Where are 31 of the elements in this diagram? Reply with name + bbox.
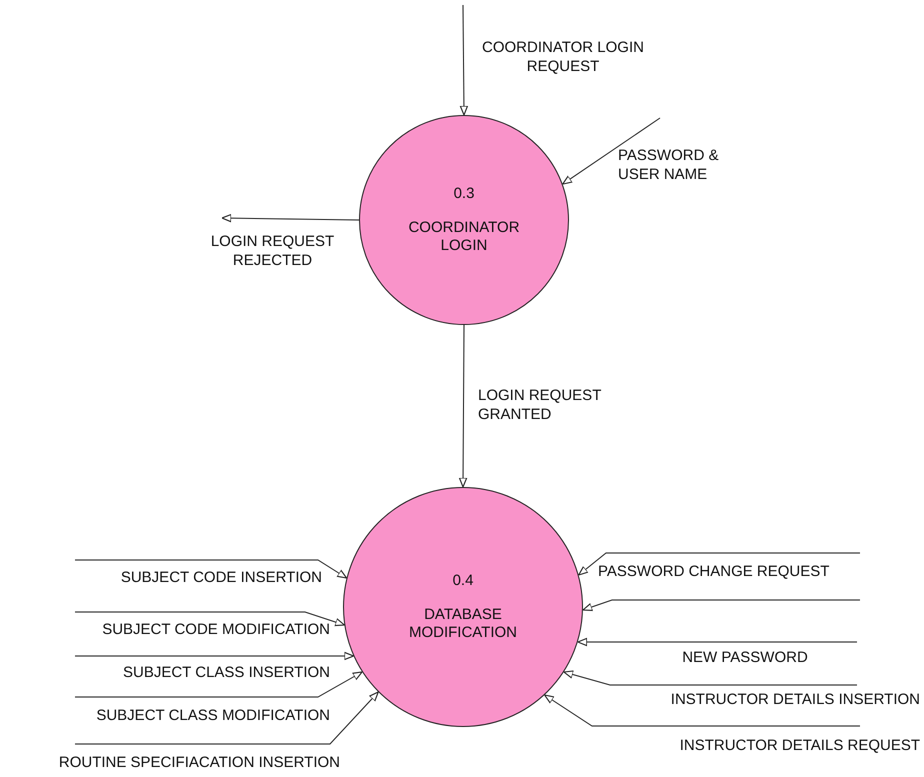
edge-label: PASSWORD CHANGE REQUEST (598, 562, 830, 581)
arrow (74, 652, 354, 660)
edge-label: COORDINATOR LOGIN REQUEST (481, 38, 645, 76)
edge-label: SUBJECT CLASS INSERTION (122, 663, 330, 682)
edge-label: INSTRUCTOR DETAILS INSERTION (670, 690, 920, 709)
process-number: 0.3 (454, 185, 474, 203)
process-name: DATABASE MODIFICATION (408, 606, 518, 642)
arrow (74, 560, 348, 579)
edge-label: INSTRUCTOR DETAILS REQUEST (678, 736, 920, 755)
process-number: 0.4 (452, 572, 474, 590)
process-name: COORDINATOR LOGIN (407, 219, 521, 255)
arrow (74, 691, 379, 744)
arrow (458, 324, 468, 488)
arrow (74, 671, 363, 698)
arrow (74, 612, 345, 626)
edge-label: PASSWORD & USER NAME (618, 146, 720, 184)
arrow (563, 670, 858, 686)
arrow (460, 4, 468, 116)
arrow (544, 694, 860, 726)
edge-label: NEW PASSWORD (681, 648, 809, 667)
arrow (221, 214, 360, 222)
edge-label: LOGIN REQUEST REJECTED (210, 232, 336, 270)
arrow (582, 600, 860, 611)
arrow (577, 638, 858, 646)
edge-label: LOGIN REQUEST GRANTED (478, 386, 602, 424)
edge-label: SUBJECT CODE MODIFICATION (101, 620, 330, 639)
edge-label: SUBJECT CLASS MODIFICATION (95, 706, 330, 725)
arrow (562, 118, 660, 185)
edge-label: SUBJECT CODE INSERTION (120, 568, 322, 587)
edge-label: ROUTINE SPECIFIACATION INSERTION (58, 753, 340, 772)
arrow (578, 552, 860, 576)
